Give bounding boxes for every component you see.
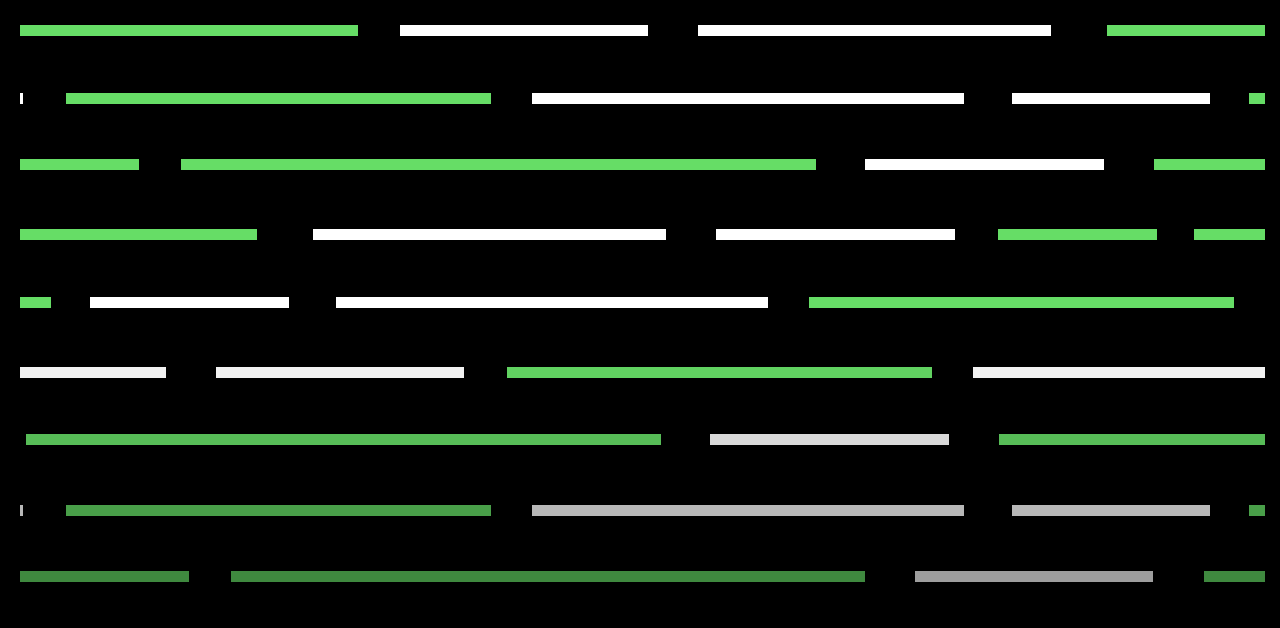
white-code-bar [336, 297, 768, 308]
green-code-bar [507, 367, 932, 378]
white-code-bar [710, 434, 949, 445]
green-code-bar [20, 229, 257, 240]
white-code-bar [313, 229, 666, 240]
code-line-row [0, 229, 1280, 243]
white-code-bar [400, 25, 648, 36]
green-code-bar [20, 25, 358, 36]
code-line-row [0, 571, 1280, 585]
white-code-bar [20, 93, 23, 104]
green-code-bar [66, 93, 491, 104]
white-code-bar [865, 159, 1104, 170]
green-code-bar [998, 229, 1157, 240]
green-code-bar [1194, 229, 1265, 240]
green-code-bar [1204, 571, 1265, 582]
green-code-bar [20, 159, 139, 170]
white-code-bar [20, 505, 23, 516]
white-code-bar [216, 367, 464, 378]
code-line-row [0, 505, 1280, 519]
green-code-bar [20, 297, 51, 308]
green-code-bar [26, 434, 661, 445]
green-code-bar [231, 571, 865, 582]
green-code-bar [1249, 505, 1265, 516]
white-code-bar [1012, 93, 1210, 104]
code-line-row [0, 25, 1280, 39]
green-code-bar [1107, 25, 1265, 36]
green-code-bar [809, 297, 1234, 308]
white-code-bar [20, 367, 166, 378]
green-code-bar [66, 505, 491, 516]
white-code-bar [532, 93, 964, 104]
code-line-row [0, 297, 1280, 311]
green-code-bar [20, 571, 189, 582]
green-code-bar [1154, 159, 1265, 170]
white-code-bar [973, 367, 1265, 378]
green-code-bar [1249, 93, 1265, 104]
white-code-bar [1012, 505, 1210, 516]
white-code-bar [716, 229, 955, 240]
white-code-bar [915, 571, 1153, 582]
code-line-row [0, 434, 1280, 448]
green-code-bar [999, 434, 1265, 445]
white-code-bar [698, 25, 1051, 36]
white-code-bar [532, 505, 964, 516]
code-line-row [0, 93, 1280, 107]
white-code-bar [90, 297, 289, 308]
green-code-bar [181, 159, 816, 170]
code-line-row [0, 367, 1280, 381]
code-line-row [0, 159, 1280, 173]
